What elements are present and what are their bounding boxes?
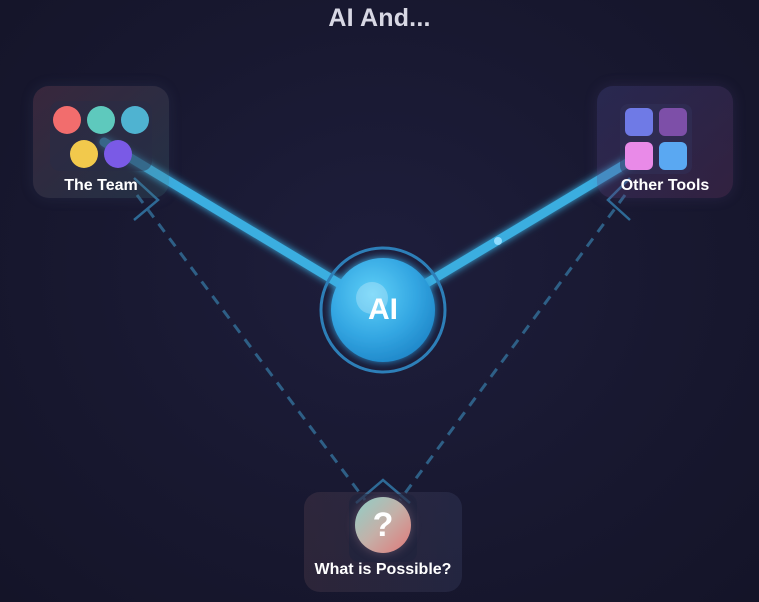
question-mark-icon: ? — [372, 506, 394, 544]
team-member-dot-blue — [121, 106, 149, 134]
tool-square-blue — [625, 108, 653, 136]
arrowhead-tools — [606, 177, 631, 221]
tool-square-sky — [659, 142, 687, 170]
dashed-connector-team-possible — [135, 194, 367, 501]
tool-square-purple — [659, 108, 687, 136]
arrowhead-team — [133, 177, 160, 221]
page-title: AI And... — [328, 4, 431, 32]
possible-label: What is Possible? — [314, 561, 452, 578]
dashed-connector-tools-possible — [398, 194, 627, 501]
ai-node-outer-ring — [319, 246, 447, 374]
pulse-dot — [494, 237, 502, 245]
question-orb — [355, 497, 411, 553]
ai-node-label: AI — [368, 293, 398, 326]
tool-square-pink — [625, 142, 653, 170]
team-label: The Team — [64, 177, 138, 194]
tools-label: Other Tools — [620, 177, 710, 194]
team-member-dot-red — [53, 106, 81, 134]
ai-node-highlight — [356, 282, 388, 314]
solid-connector-tools-ai — [415, 155, 637, 292]
team-member-dot-yellow — [70, 140, 98, 168]
team-member-dot-purple — [104, 140, 132, 168]
solid-connector-team-ai — [99, 137, 350, 292]
team-member-dot-teal — [87, 106, 115, 134]
team-card[interactable] — [33, 86, 169, 198]
ai-node[interactable] — [331, 258, 435, 362]
